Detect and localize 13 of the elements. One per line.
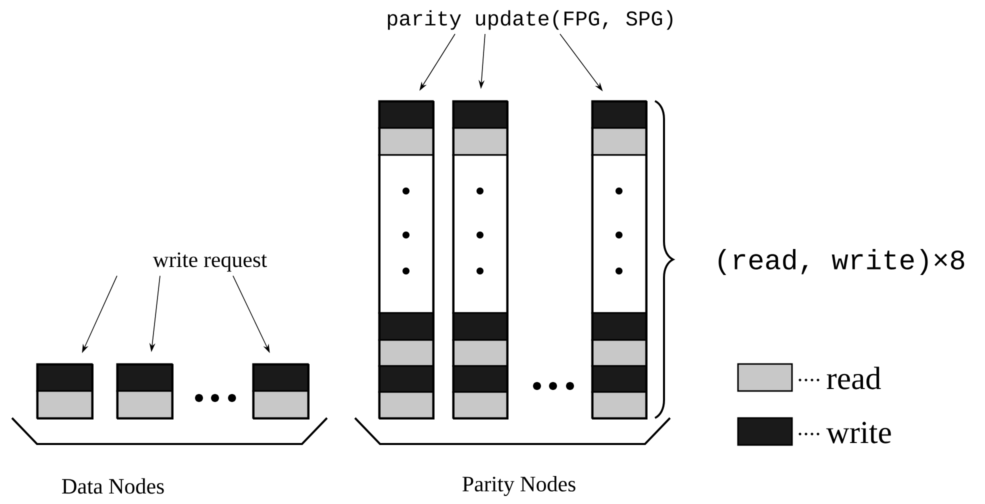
storage-column-drawing <box>378 100 434 420</box>
legend-item: read <box>798 366 881 390</box>
group-label: Data Nodes <box>62 478 164 494</box>
group-label: Parity Nodes <box>462 476 576 496</box>
storage-column-drawing <box>252 363 310 420</box>
storage-column-drawing <box>591 100 648 420</box>
text-label: write request <box>152 252 267 272</box>
storage-column-drawing <box>36 363 94 420</box>
text-label: parity update(FPG, SPG) <box>388 10 672 30</box>
multiplier-label: (read, write)×8 <box>718 248 964 276</box>
legend-item: write <box>798 422 891 444</box>
storage-column-drawing <box>452 100 508 420</box>
storage-column-drawing <box>116 363 174 420</box>
